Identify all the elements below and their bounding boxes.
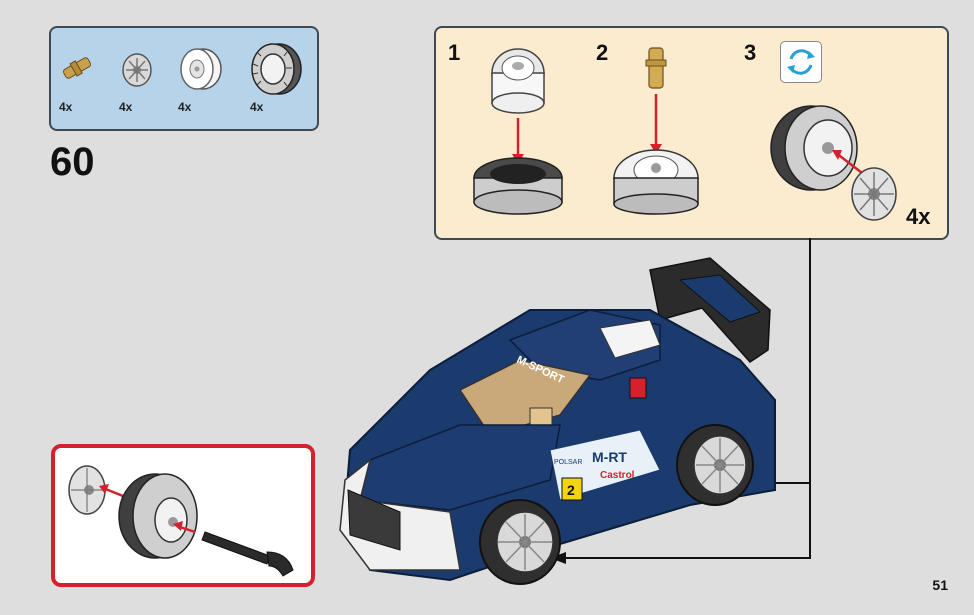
page-number: 51: [932, 577, 948, 593]
parts-qty-1: 4x: [59, 100, 73, 114]
parts-qty-2: 4x: [119, 100, 133, 114]
substep-box: 1 2 3: [434, 26, 949, 240]
car-model-illustration: M-SPORT M-RT 2 Castrol POLSAR: [330, 250, 810, 595]
rotate-icon: [780, 41, 822, 83]
substep-2-illustration: [613, 47, 699, 215]
sponsor-decal-text: Castrol: [600, 470, 635, 481]
parts-list-box: 4x 4x 4x: [49, 26, 319, 131]
substep-3-illustration: [770, 105, 897, 221]
step-number: 60: [50, 140, 95, 184]
door-number-text: 2: [567, 482, 575, 498]
substep-1-illustration: [473, 48, 563, 215]
white-rim-part: [175, 44, 225, 94]
axle-pin-part: [59, 48, 95, 88]
substep-2-number: 2: [596, 40, 609, 65]
substep-3-number: 3: [744, 40, 757, 65]
tyre-part: [247, 40, 305, 98]
parts-qty-4: 4x: [250, 100, 264, 114]
wheel-removal-illustration: [68, 465, 294, 577]
small-rim-part: [119, 50, 155, 90]
removal-hint-box: [51, 444, 315, 587]
substep-1-number: 1: [448, 40, 461, 65]
sponsor2-decal-text: POLSAR: [554, 459, 582, 466]
parts-qty-3: 4x: [178, 100, 192, 114]
substep-repeat-count: 4x: [906, 204, 931, 229]
door-decal-text: M-RT: [592, 449, 627, 465]
